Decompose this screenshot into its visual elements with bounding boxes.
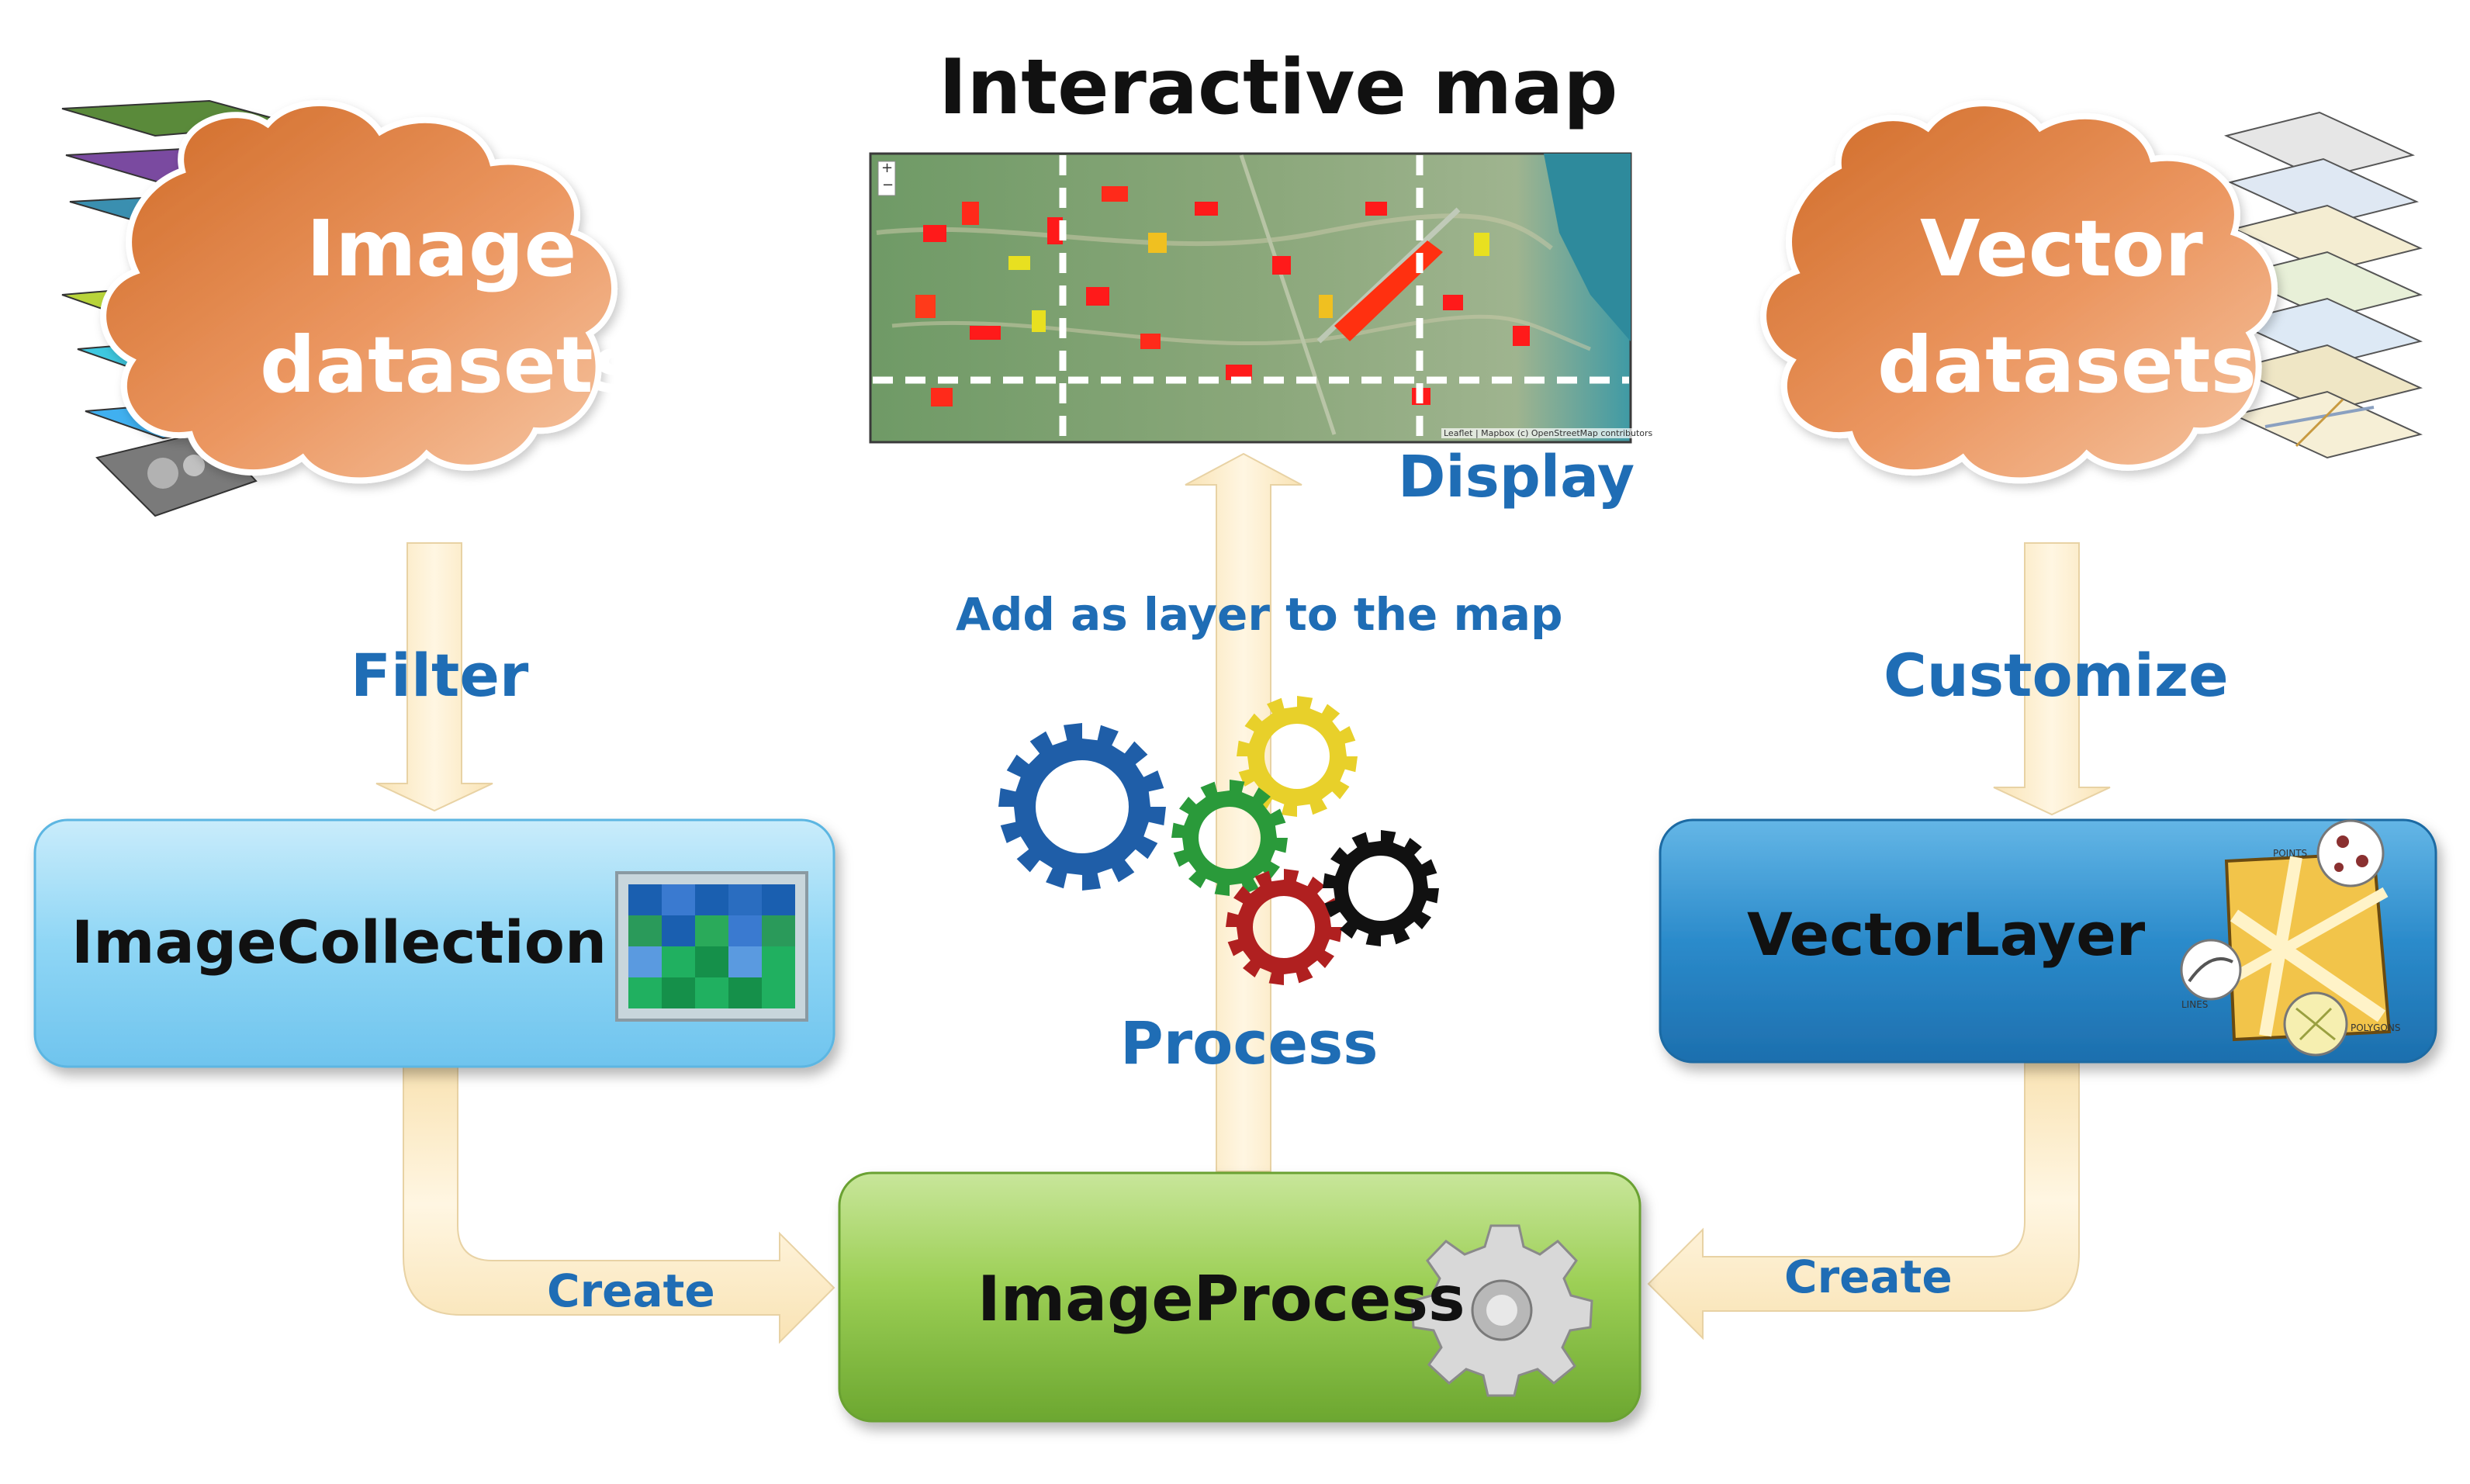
image-process-label: ImageProcess bbox=[977, 1263, 1465, 1335]
customize-arrow bbox=[1993, 542, 2111, 816]
image-collection-label: ImageCollection bbox=[71, 908, 607, 977]
create-arrow-left bbox=[403, 1066, 835, 1344]
display-arrow bbox=[1185, 452, 1302, 1172]
map-zoom-in[interactable]: + bbox=[881, 160, 894, 176]
vector-icon-polygons-label: POLYGONS bbox=[2351, 1022, 2401, 1033]
vector-icon-lines-label: LINES bbox=[2181, 999, 2209, 1010]
map-attribution: Leaflet | Mapbox (c) OpenStreetMap contr… bbox=[1441, 428, 1655, 438]
interactive-map[interactable] bbox=[869, 152, 1632, 444]
map-zoom-control[interactable] bbox=[877, 161, 896, 196]
create-label-left: Create bbox=[547, 1264, 715, 1317]
image-datasets-label-line2: datasets bbox=[260, 320, 640, 410]
vector-icon-points-label: POINTS bbox=[2273, 848, 2308, 859]
green-gear-icon bbox=[1171, 780, 1288, 896]
vector-datasets-label-line1: Vector bbox=[1920, 203, 2203, 294]
display-label: Display bbox=[1398, 444, 1635, 510]
blue-gear-icon bbox=[998, 723, 1166, 891]
yellow-gear-icon bbox=[1237, 696, 1358, 817]
settings-gear-icon bbox=[1410, 1224, 1593, 1397]
map-zoom-out[interactable]: − bbox=[882, 177, 894, 193]
customize-label: Customize bbox=[1884, 641, 2229, 710]
map-tile-grid bbox=[873, 155, 1629, 441]
vector-layer-label: VectorLayer bbox=[1747, 900, 2146, 969]
add-layer-label: Add as layer to the map bbox=[956, 588, 1563, 641]
process-label: Process bbox=[1120, 1008, 1379, 1078]
red-gear-icon bbox=[1226, 869, 1342, 985]
create-arrow-right bbox=[1647, 1062, 2080, 1340]
filter-arrow bbox=[375, 542, 493, 812]
map-highlight-patches bbox=[915, 186, 1530, 406]
page-title: Interactive map bbox=[939, 43, 1618, 132]
vector-dataset-stack-icon bbox=[2223, 111, 2423, 459]
create-label-right: Create bbox=[1784, 1251, 1953, 1303]
image-datasets-label-line1: Image bbox=[306, 203, 577, 294]
vector-datasets-label-line2: datasets bbox=[1877, 320, 2257, 410]
raster-grid-icon bbox=[615, 871, 808, 1022]
black-gear-icon bbox=[1323, 830, 1439, 946]
vector-datasets-cloud bbox=[1760, 100, 2278, 484]
vector-layer-icon bbox=[2180, 819, 2392, 1057]
process-gears-icon bbox=[998, 696, 1439, 985]
filter-label: Filter bbox=[351, 641, 529, 710]
image-datasets-cloud bbox=[100, 99, 618, 484]
